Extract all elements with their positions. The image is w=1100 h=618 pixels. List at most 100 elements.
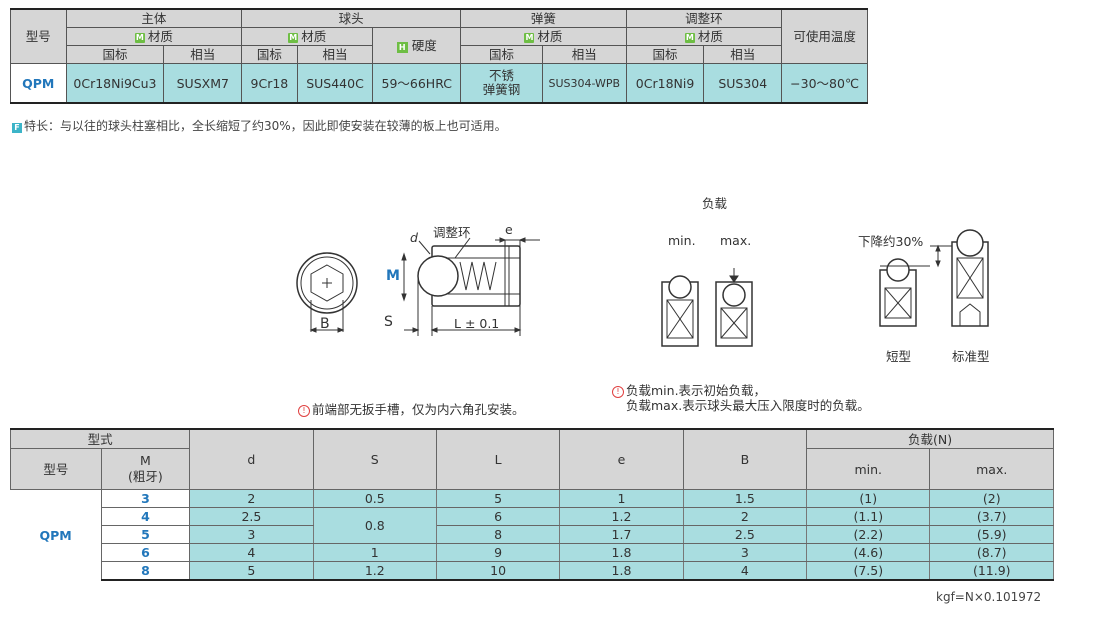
- hardness-badge: H: [396, 42, 408, 53]
- body-gb-cell: 0Cr18Ni9Cu3: [65, 63, 165, 104]
- B-cell: 2.5: [682, 525, 808, 544]
- S-cell: 0.5: [312, 489, 437, 508]
- adjust-ring-label: 调整环: [433, 225, 471, 240]
- d-label: d: [410, 230, 418, 245]
- feature-text: 特长：与以往的球头柱塞相比，全长缩短了约30%，因此即使安装在较薄的板上也可适用…: [24, 119, 507, 133]
- temperature-cell: −30～80℃: [781, 63, 868, 104]
- load-diagram: [661, 268, 753, 347]
- warning-icon: !: [298, 405, 310, 417]
- spring-equiv-cell: SUS304-WPB: [541, 63, 627, 104]
- M-label: M: [386, 268, 400, 284]
- B-cell: 4: [682, 561, 808, 581]
- e-cell: 1.2: [559, 507, 684, 526]
- warning-icon: !: [612, 386, 624, 398]
- feature-badge: F: [12, 123, 22, 133]
- model-cell: QPM: [10, 63, 67, 104]
- L-cell: 10: [435, 561, 561, 581]
- plunger-drawing: [296, 229, 989, 347]
- material-badge: M: [288, 33, 299, 43]
- max-label: max.: [720, 233, 752, 248]
- e-label: e: [505, 222, 513, 237]
- header-type: 型式: [9, 428, 191, 449]
- e-cell: 1.8: [559, 543, 684, 562]
- kgf-conversion: kgf=N×0.101972: [936, 590, 1042, 604]
- header-d: d: [189, 428, 314, 490]
- body-equiv-cell: SUSXM7: [163, 63, 243, 104]
- load-min-cell: (7.5): [806, 561, 931, 581]
- L-cell: 6: [435, 507, 561, 526]
- S-label: S: [384, 314, 393, 330]
- S-cell: 1: [312, 543, 437, 562]
- hardness-cell: 59～66HRC: [372, 63, 462, 104]
- load-max-cell: (3.7): [929, 507, 1054, 526]
- header-M: M(粗牙): [100, 448, 191, 490]
- type-comparison: [879, 229, 989, 327]
- d-cell: 2.5: [189, 507, 314, 526]
- header-ball: 球头: [241, 8, 462, 28]
- header-L: L: [435, 428, 561, 490]
- M-cell: 4: [100, 507, 191, 526]
- e-cell: 1.8: [559, 561, 684, 581]
- B-cell: 1.5: [682, 489, 808, 508]
- spec-table: 型式 d S L e B 负载(N) 型号 M(粗牙) min. max. QP…: [9, 428, 1054, 581]
- e-cell: 1.7: [559, 525, 684, 544]
- adjust-equiv-cell: SUS304: [703, 63, 783, 104]
- load-min-cell: (1): [806, 489, 931, 508]
- ball-gb-cell: 9Cr18: [241, 63, 298, 104]
- header-gb: 国标: [460, 45, 543, 64]
- L-cell: 8: [435, 525, 561, 544]
- header-equiv: 相当: [541, 45, 627, 64]
- load-min-cell: (2.2): [806, 525, 931, 544]
- header-equiv: 相当: [703, 45, 783, 64]
- header-model: 型号: [10, 8, 67, 64]
- material-badge: M: [684, 33, 695, 43]
- header-load-max: max.: [929, 448, 1054, 490]
- standard-type-label: 标准型: [952, 349, 990, 364]
- B-label: B: [320, 316, 330, 332]
- side-view: [401, 237, 540, 336]
- M-cell: 6: [100, 543, 191, 562]
- L-cell: 9: [435, 543, 561, 562]
- header-e: e: [559, 428, 684, 490]
- header-spring: 弹簧: [460, 8, 627, 28]
- load-min-cell: (4.6): [806, 543, 931, 562]
- load-max-cell: (5.9): [929, 525, 1054, 544]
- min-label: min.: [668, 233, 696, 248]
- S-cell: 0.8: [312, 507, 437, 544]
- e-cell: 1: [559, 489, 684, 508]
- header-temperature: 可使用温度: [781, 8, 868, 64]
- load-max-cell: (2): [929, 489, 1054, 508]
- d-cell: 2: [189, 489, 314, 508]
- d-cell: 4: [189, 543, 314, 562]
- note-hex-install: !前端部无扳手槽，仅为内六角孔安装。: [298, 399, 525, 418]
- M-cell: 8: [100, 561, 191, 581]
- adjust-gb-cell: 0Cr18Ni9: [625, 63, 705, 104]
- B-cell: 3: [682, 543, 808, 562]
- header-S: S: [312, 428, 437, 490]
- note-load: !负载min.表示初始负载， 负载max.表示球头最大压入限度时的负载。: [612, 383, 870, 413]
- load-min-cell: (1.1): [806, 507, 931, 526]
- material-badge: M: [524, 33, 535, 43]
- header-model: 型号: [10, 448, 102, 490]
- header-equiv: 相当: [296, 45, 374, 64]
- M-cell: 3: [100, 489, 191, 508]
- header-B: B: [682, 428, 808, 490]
- L-label: L ± 0.1: [454, 316, 500, 331]
- header-gb: 国标: [625, 45, 705, 64]
- d-cell: 5: [189, 561, 314, 581]
- header-equiv: 相当: [163, 45, 243, 64]
- header-load: 负载(N): [806, 428, 1054, 449]
- material-badge: M: [134, 33, 145, 43]
- S-cell: 1.2: [312, 561, 437, 581]
- L-cell: 5: [435, 489, 561, 508]
- model-cell: QPM: [10, 489, 102, 580]
- header-load-min: min.: [806, 448, 931, 490]
- spring-gb-cell: 不锈 弹簧钢: [460, 63, 543, 104]
- ball-equiv-cell: SUS440C: [296, 63, 374, 104]
- M-cell: 5: [100, 525, 191, 544]
